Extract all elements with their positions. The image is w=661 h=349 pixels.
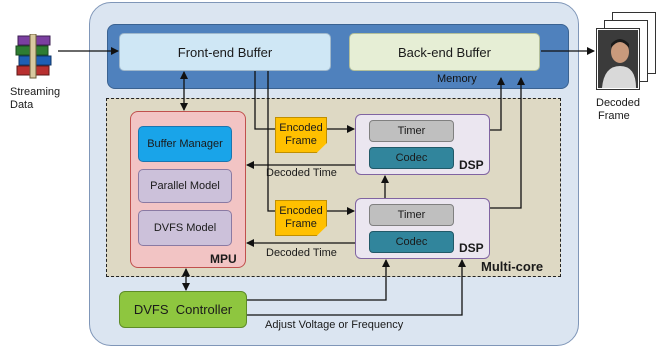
memory-label: Memory <box>437 73 477 85</box>
multicore-label: Multi-core <box>481 259 544 274</box>
front-end-buffer: Front-end Buffer <box>119 33 331 71</box>
dvfs-controller-box: DVFS Controller <box>119 291 247 328</box>
decoded-frame-label-line1: Decoded <box>596 97 641 109</box>
dsp-bottom-label: DSP <box>459 241 484 255</box>
decoded-time-label-top: Decoded Time <box>266 167 337 179</box>
dsp-top-label: DSP <box>459 158 484 172</box>
encoded-frame-bottom-line2: Frame <box>285 218 317 230</box>
front-end-buffer-label: Front-end Buffer <box>177 44 273 60</box>
dsp-top-codec-label: Codec <box>395 152 428 164</box>
back-end-buffer: Back-end Buffer <box>349 33 540 71</box>
dsp-bottom-codec: Codec <box>369 231 454 253</box>
back-end-buffer-label: Back-end Buffer <box>398 44 491 60</box>
mpu-label: MPU <box>210 252 237 266</box>
dsp-top-timer: Timer <box>369 120 454 142</box>
adjust-voltage-label: Adjust Voltage or Frequency <box>265 319 404 331</box>
decoded-time-label-bottom: Decoded Time <box>266 247 337 259</box>
dvfs-controller-label: DVFS Controller <box>133 302 233 317</box>
parallel-model-label: Parallel Model <box>150 180 220 192</box>
streaming-data-label-line1: Streaming <box>10 86 61 98</box>
dvfs-model-label: DVFS Model <box>153 222 217 234</box>
buffer-manager-box: Buffer Manager <box>138 126 232 162</box>
streaming-data-label-line2: Data <box>10 99 34 111</box>
encoded-frame-note-top: Encoded Frame <box>275 117 327 153</box>
encoded-frame-top-line2: Frame <box>285 135 317 147</box>
stacked-books-archive-icon <box>15 34 52 79</box>
encoded-frame-bottom-line1: Encoded <box>279 205 323 217</box>
dsp-top-codec: Codec <box>369 147 454 169</box>
decoded-frame-label-line2: Frame <box>598 110 630 122</box>
encoded-frame-note-bottom: Encoded Frame <box>275 200 327 236</box>
encoded-frame-top-line1: Encoded <box>279 122 323 134</box>
video-frame-stack-icon <box>596 12 658 94</box>
dvfs-model-box: DVFS Model <box>138 210 232 246</box>
dsp-bottom-timer: Timer <box>369 204 454 226</box>
parallel-model-box: Parallel Model <box>138 169 232 203</box>
dsp-top-timer-label: Timer <box>397 125 426 137</box>
dsp-bottom-timer-label: Timer <box>397 209 426 221</box>
buffer-manager-label: Buffer Manager <box>147 138 223 150</box>
dsp-bottom-codec-label: Codec <box>395 236 428 248</box>
